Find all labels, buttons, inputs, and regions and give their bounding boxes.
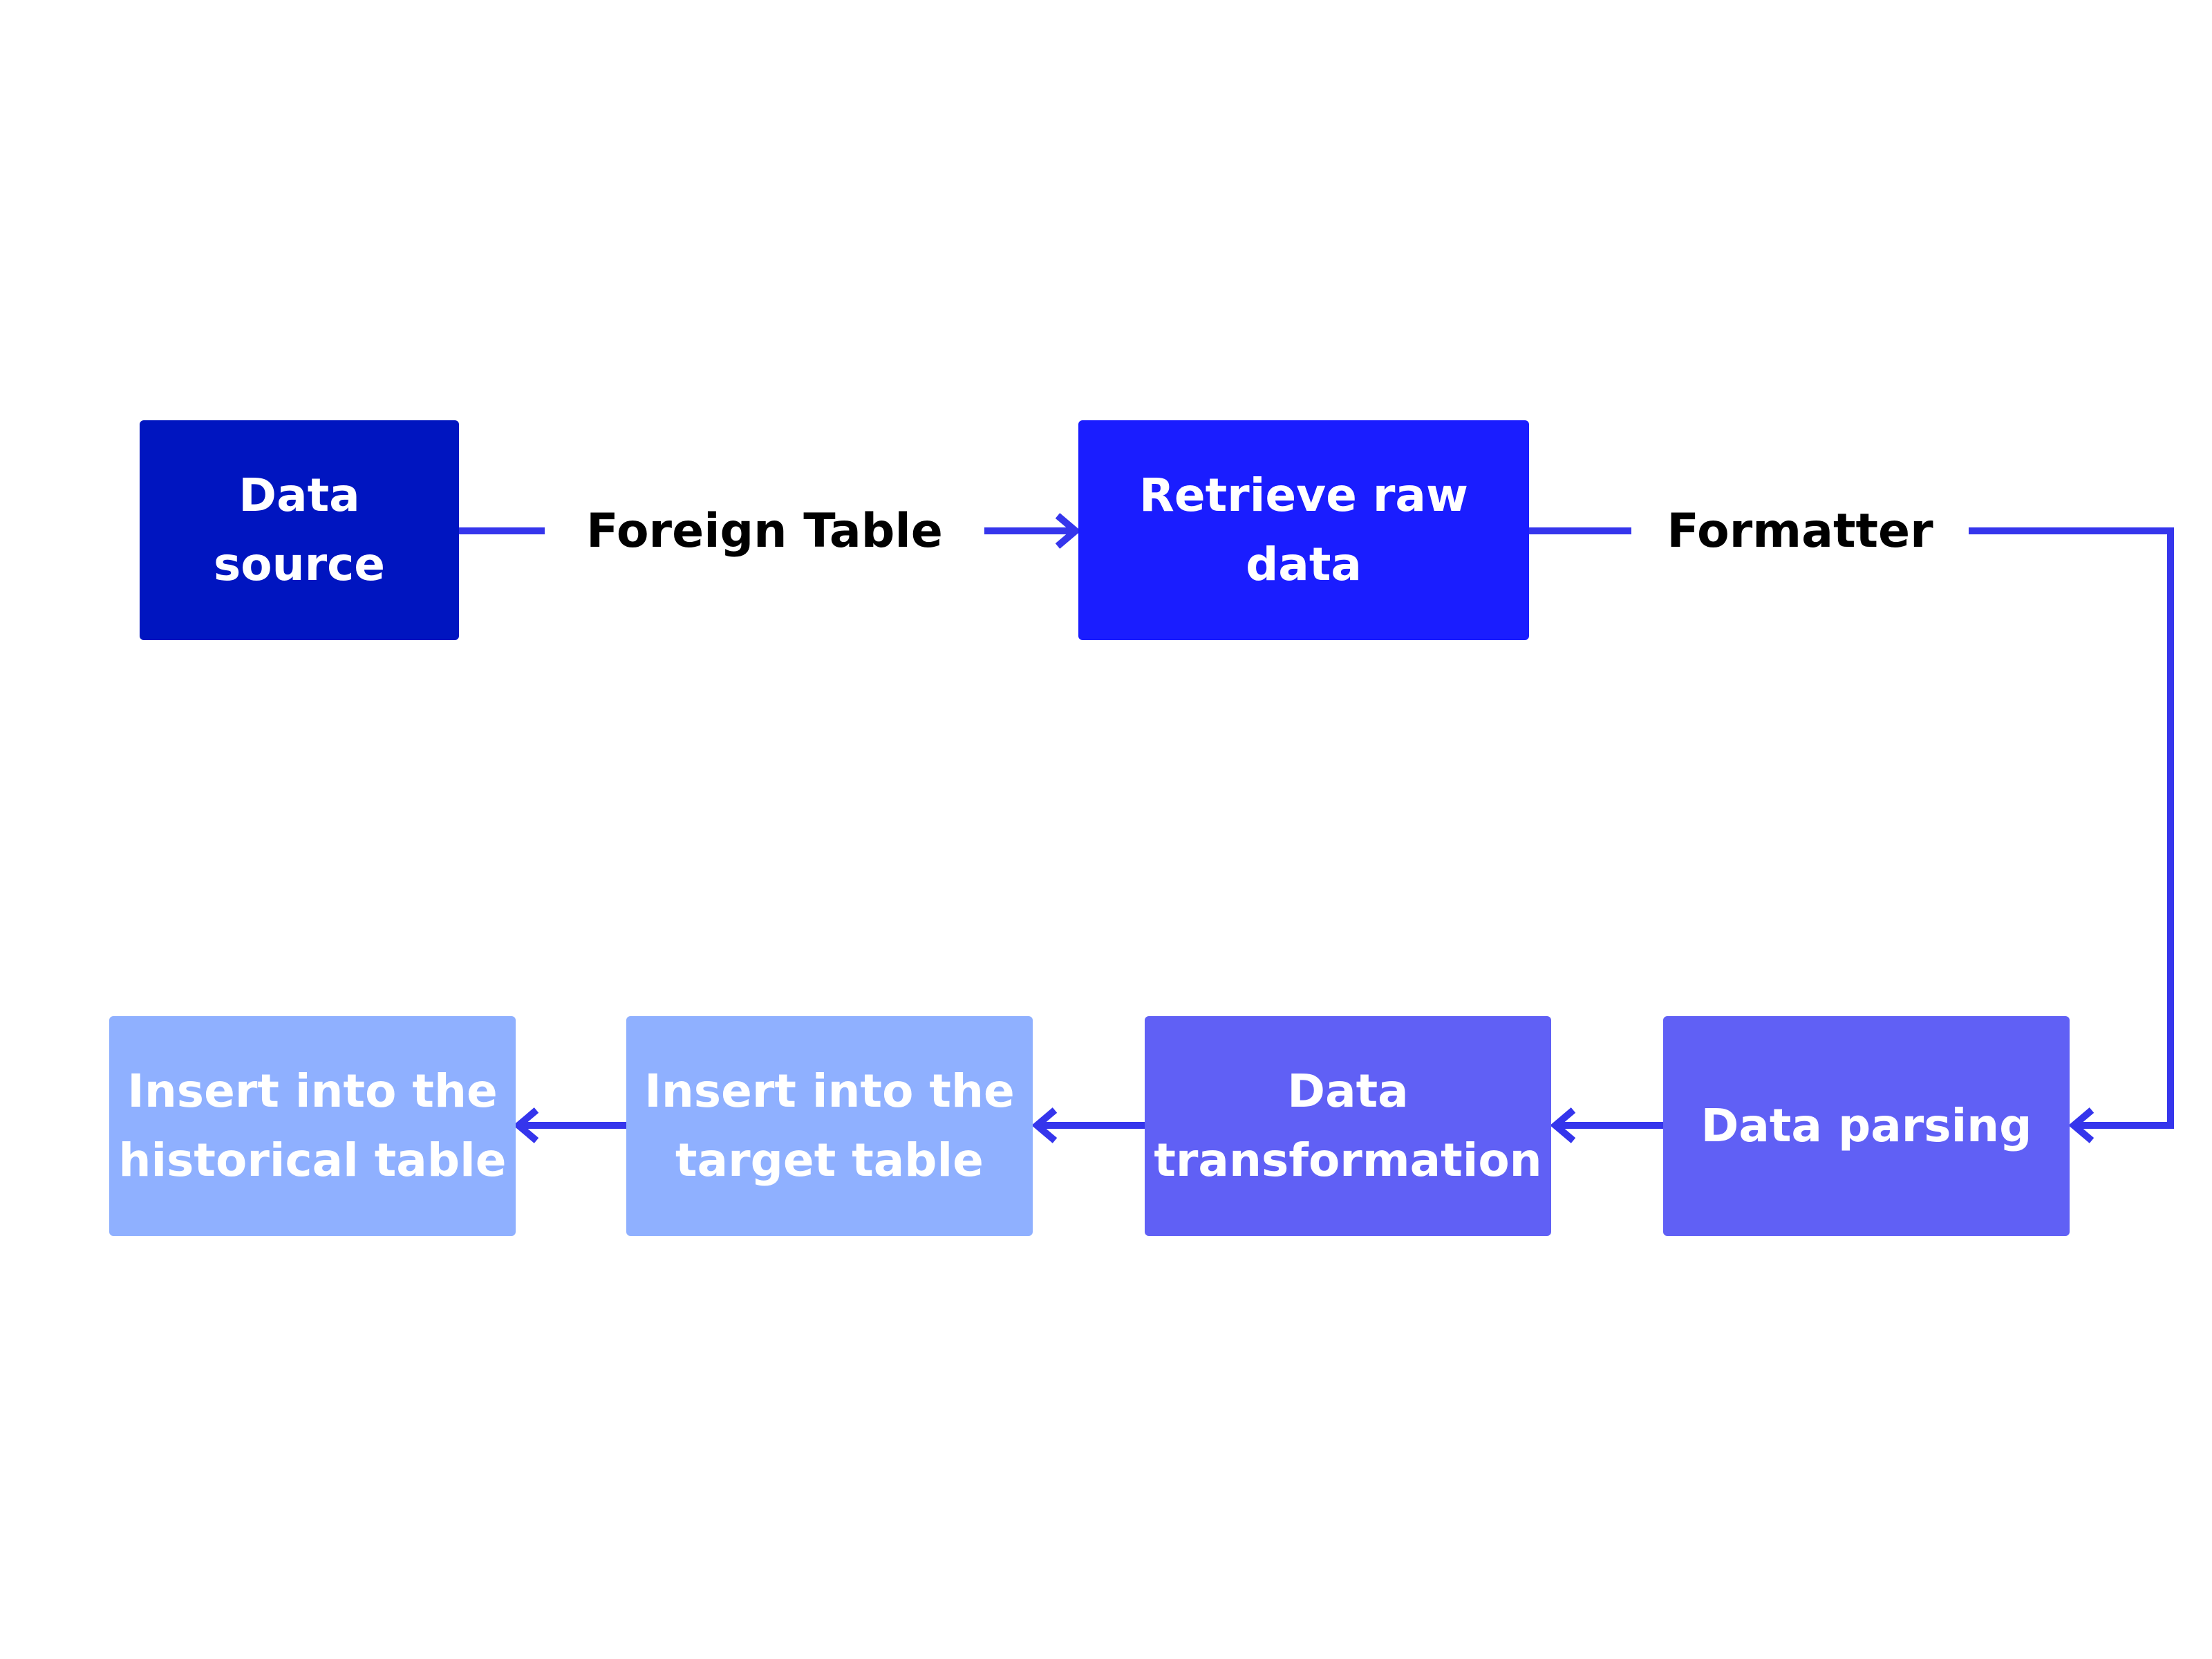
- node-insert-historical-label: Insert into the historical table: [118, 1065, 507, 1187]
- node-foreign-table: Foreign Table: [545, 496, 984, 565]
- arrowhead-target: [1031, 1107, 1058, 1143]
- node-formatter: Formatter: [1631, 496, 1969, 565]
- arrowhead-retrieve: [1055, 513, 1081, 549]
- node-data-source-label: Data source: [213, 469, 386, 591]
- arrowhead-historical: [513, 1107, 539, 1143]
- node-insert-historical: Insert into the historical table: [109, 1016, 516, 1236]
- node-retrieve-raw-data-label: Retrieve raw data: [1139, 469, 1468, 591]
- node-data-source: Data source: [140, 420, 459, 640]
- node-insert-target: Insert into the target table: [626, 1016, 1033, 1236]
- node-data-transformation: Data transformation: [1145, 1016, 1551, 1236]
- node-insert-target-label: Insert into the target table: [644, 1065, 1015, 1187]
- node-foreign-table-label: Foreign Table: [586, 503, 943, 559]
- arrowhead-parsing: [2068, 1107, 2094, 1143]
- node-data-transformation-label: Data transformation: [1154, 1065, 1542, 1187]
- node-retrieve-raw-data: Retrieve raw data: [1078, 420, 1529, 640]
- connector-formatter-to-parsing: [1969, 527, 2174, 1129]
- node-data-parsing: Data parsing: [1663, 1016, 2070, 1236]
- node-data-parsing-label: Data parsing: [1700, 1099, 2032, 1152]
- node-formatter-label: Formatter: [1667, 503, 1933, 559]
- arrowhead-transformation: [1550, 1107, 1576, 1143]
